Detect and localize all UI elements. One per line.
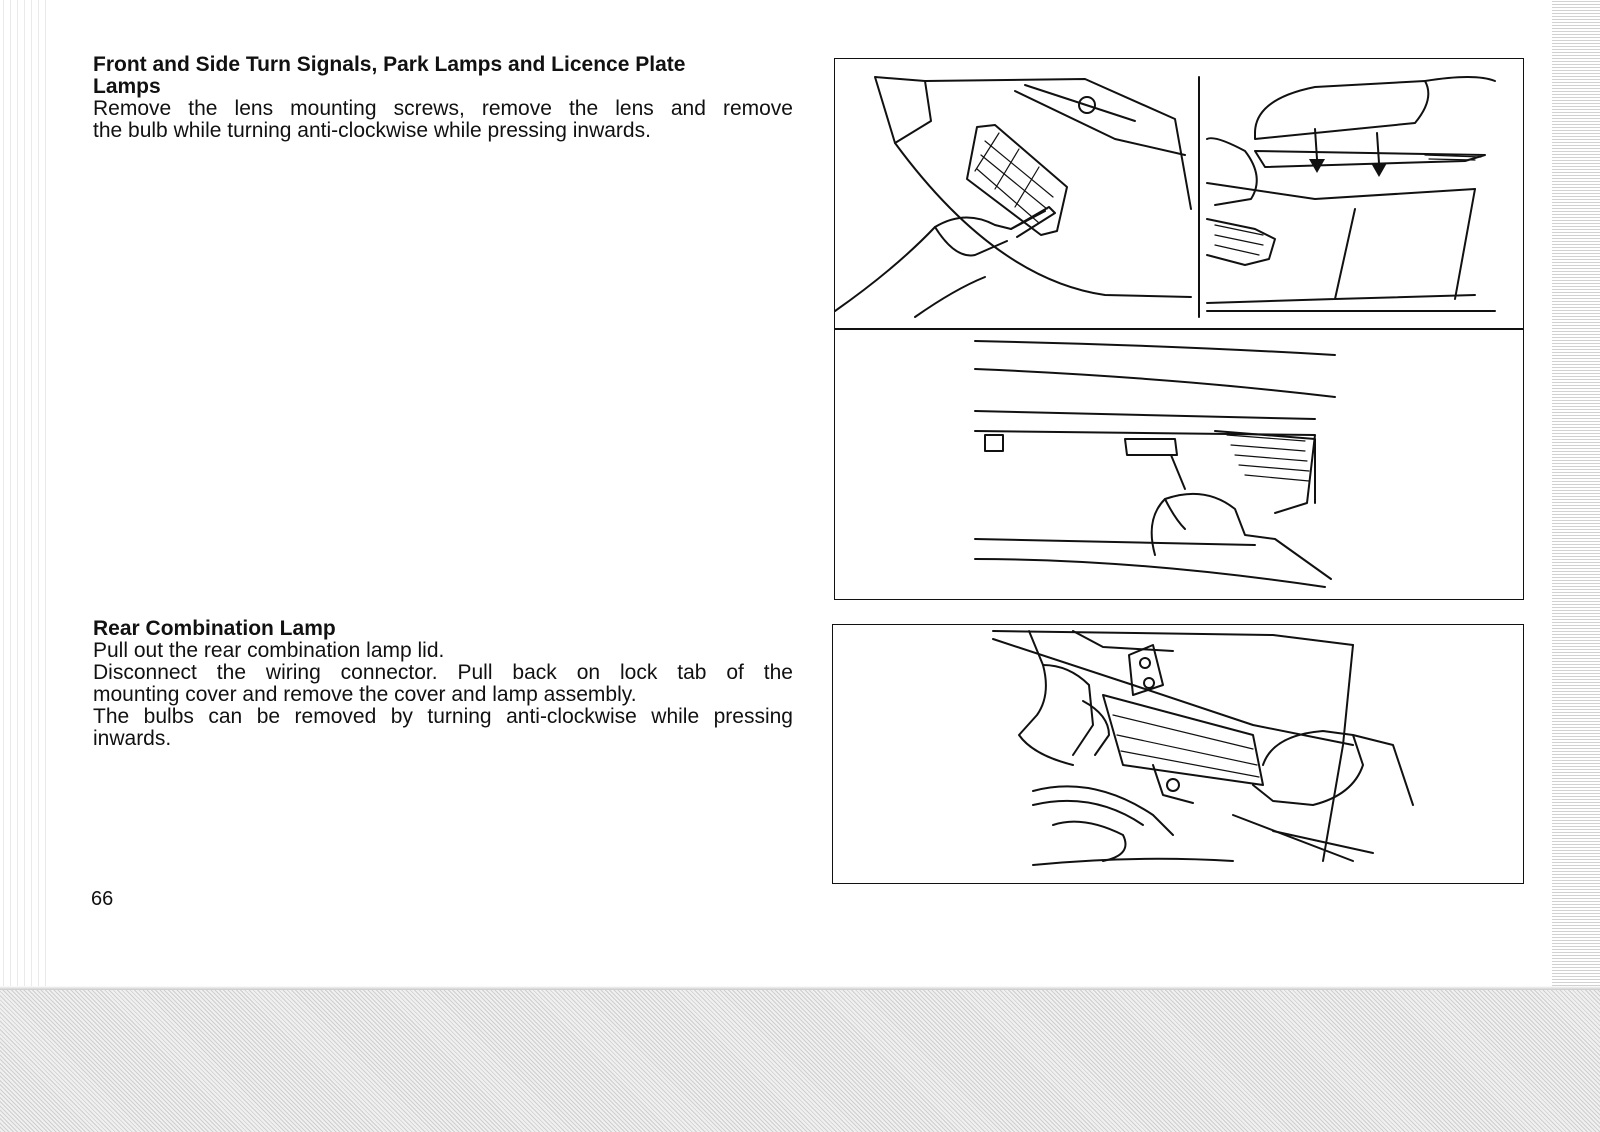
section-front-turn-signals: Front and Side Turn Signals, Park Lamps …: [93, 54, 793, 142]
section-front-title-line1: Front and Side Turn Signals, Park Lamps …: [93, 53, 686, 76]
turn-signal-drawing: [1206, 76, 1496, 312]
scan-background: [0, 990, 1600, 1132]
section-rear-body-line: Disconnect the wiring connector. Pull ba…: [93, 661, 793, 684]
scan-right-edge: [1552, 0, 1600, 1132]
front-lamps-illustration: [835, 76, 1523, 588]
scan-left-edge: [0, 0, 46, 990]
section-rear-body-line: inwards.: [93, 727, 172, 750]
section-front-body-line: the bulb while turning anti-clockwise wh…: [93, 119, 651, 142]
section-rear-combination-lamp: Rear Combination Lamp Pull out the rear …: [93, 618, 793, 750]
rear-lamp-illustration: [992, 630, 1414, 866]
section-front-body-line: Remove the lens mounting screws, remove …: [93, 97, 793, 120]
figure-front-lamps: [834, 58, 1524, 600]
section-front-title-line2: Lamps: [93, 75, 161, 98]
section-rear-body-line: Pull out the rear combination lamp lid.: [93, 639, 445, 662]
page-edge-shadow: [0, 986, 1600, 990]
page-number: 66: [91, 888, 114, 910]
side-lamp-drawing: [835, 76, 1192, 318]
figure-rear-combination-lamp: [832, 624, 1524, 884]
section-rear-body-line: The bulbs can be removed by turning anti…: [93, 705, 793, 728]
section-rear-title: Rear Combination Lamp: [93, 617, 336, 640]
licence-plate-lamp-drawing: [974, 340, 1336, 588]
section-rear-body-line: mounting cover and remove the cover and …: [93, 683, 637, 706]
